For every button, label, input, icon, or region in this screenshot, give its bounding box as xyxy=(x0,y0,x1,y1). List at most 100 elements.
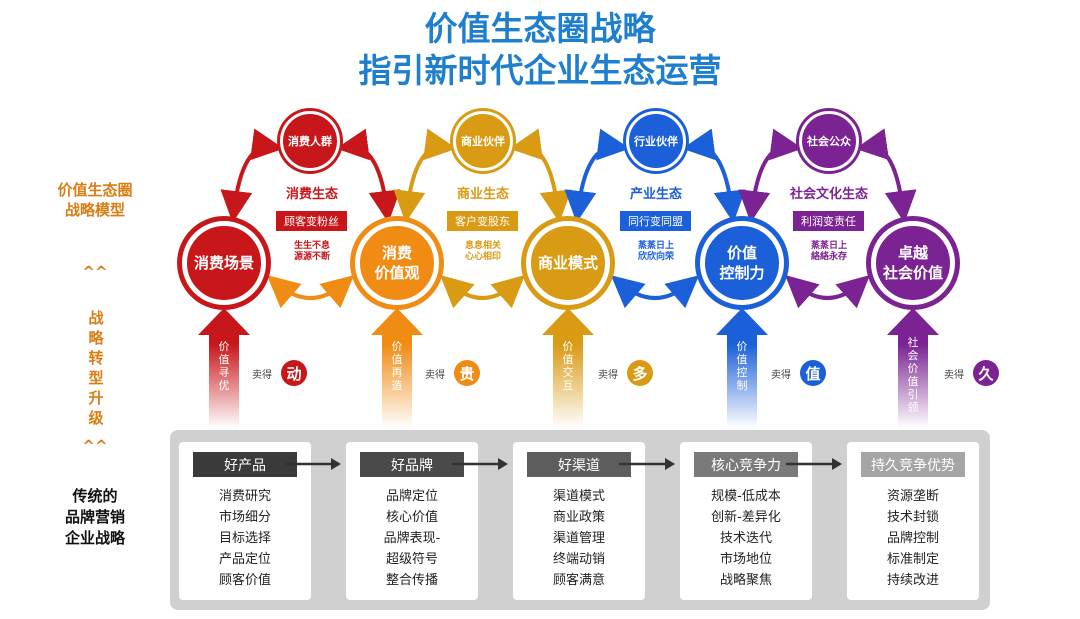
list-item: 整合传播 xyxy=(385,573,438,588)
eco-title: 商业生态 xyxy=(456,187,509,202)
upgrade-char: 略 xyxy=(88,329,104,347)
connector-arrow xyxy=(738,128,803,223)
connector-arrow xyxy=(855,128,917,223)
sell-badge: 贵 xyxy=(454,360,480,386)
card-header: 好产品 xyxy=(193,452,297,477)
arrow-right-icon xyxy=(285,458,341,470)
sell-label: 卖得 xyxy=(252,370,272,381)
sell-badge: 多 xyxy=(627,360,653,386)
connector-arrow xyxy=(785,274,870,309)
up-arrow-text: 价值寻优 xyxy=(216,340,232,392)
circle-label: 价值 控制力 xyxy=(719,244,765,282)
page-subtitle: 指引新时代企业生态运营 xyxy=(358,51,722,90)
sell-label: 卖得 xyxy=(771,370,791,381)
list-item: 渠道管理 xyxy=(552,531,605,546)
circle-label: 消费 价值观 xyxy=(374,244,420,282)
upgrade-char: 级 xyxy=(88,409,104,427)
model-label-line: 战略模型 xyxy=(64,201,125,219)
list-item: 顾客满意 xyxy=(552,573,605,588)
card-list: 品牌定位 核心价值 品牌表现- 超级符号 整合传播 xyxy=(346,486,478,591)
list-item: 产品定位 xyxy=(218,552,271,567)
card-header: 好渠道 xyxy=(527,452,631,477)
sell-badge: 久 xyxy=(973,360,999,386)
eco-tag: 顾客变粉丝 xyxy=(276,211,347,231)
upgrade-char: 转 xyxy=(88,349,104,367)
list-item: 品牌定位 xyxy=(385,489,438,504)
connector-arrow xyxy=(336,128,401,223)
circle-consumers: 消费人群 xyxy=(280,111,340,171)
up-arrow-text: 价值控制 xyxy=(734,340,750,392)
list-item: 终端动销 xyxy=(552,552,605,567)
card-header: 核心竞争力 xyxy=(694,452,798,477)
card-header: 持久竞争优势 xyxy=(861,452,965,477)
model-label-line: 价值生态圈 xyxy=(57,181,133,199)
chevron-up-icon: ^^ xyxy=(82,437,108,455)
eco-note: 蒸蒸日上 絡絡永存 xyxy=(810,241,847,262)
circle-label: 消费人群 xyxy=(288,135,332,148)
list-item: 品牌控制 xyxy=(886,531,939,546)
list-item: 标准制定 xyxy=(886,552,939,567)
chevron-up-icon: ^^ xyxy=(82,263,108,281)
list-item: 持续改进 xyxy=(886,573,939,588)
circle-business-model: 商业模式 xyxy=(526,221,610,305)
connector-arrow xyxy=(220,128,284,223)
card-list: 渠道模式 商业政策 渠道管理 终端动销 顾客满意 xyxy=(513,486,645,591)
connector-arrow xyxy=(509,128,572,223)
circle-label: 商业伙伴 xyxy=(461,135,505,148)
upgrade-char: 升 xyxy=(88,389,104,407)
circle-label: 商业模式 xyxy=(537,254,598,272)
eco-title: 社会文化生态 xyxy=(789,187,868,202)
eco-note: 生生不息 源源不断 xyxy=(293,241,330,262)
circle-public: 社会公众 xyxy=(799,111,859,171)
list-item: 战略聚焦 xyxy=(719,573,772,588)
list-item: 顾客价值 xyxy=(218,573,271,588)
upgrade-label: 战 略 转 型 升 级 xyxy=(85,308,107,428)
upgrade-char: 型 xyxy=(88,369,104,387)
up-arrow-text: 价值再造 xyxy=(389,340,405,392)
card-list: 规模-低成本 创新-差异化 技术迭代 市场地位 战略聚焦 xyxy=(680,486,812,591)
list-item: 核心价值 xyxy=(385,510,438,525)
list-item: 创新-差异化 xyxy=(711,510,781,525)
card-list: 资源垄断 技术封锁 品牌控制 标准制定 持续改进 xyxy=(847,486,979,591)
eco-tag: 客户变股东 xyxy=(447,211,518,231)
list-item: 规模-低成本 xyxy=(711,489,781,504)
up-arrow xyxy=(716,308,768,428)
list-item: 技术封锁 xyxy=(886,510,939,525)
circle-value-control: 价值 控制力 xyxy=(700,221,784,305)
card-header: 好品牌 xyxy=(360,452,464,477)
eco-tag: 同行变同盟 xyxy=(620,211,691,231)
up-arrow xyxy=(371,308,423,428)
list-item: 品牌表现- xyxy=(383,531,441,546)
eco-note: 蒸蒸日上 欣欣向荣 xyxy=(637,241,674,262)
connector-arrow xyxy=(440,274,525,309)
circle-label: 社会公众 xyxy=(807,135,851,148)
upgrade-char: 战 xyxy=(88,309,104,327)
sell-badge: 动 xyxy=(281,360,307,386)
eco-note: 息息相关 心心相印 xyxy=(464,241,501,262)
list-item: 资源垄断 xyxy=(886,489,939,504)
up-arrow-label: 社会价值引领 xyxy=(907,336,919,414)
circle-business-partners: 商业伙伴 xyxy=(453,111,513,171)
sell-label: 卖得 xyxy=(425,370,445,381)
list-item: 渠道模式 xyxy=(552,489,605,504)
up-arrow xyxy=(887,308,939,428)
arrow-right-icon xyxy=(619,458,675,470)
circle-label: 行业伙伴 xyxy=(634,135,678,148)
traditional-line: 企业战略 xyxy=(64,529,125,547)
up-arrow-label: 价值寻优 xyxy=(218,340,230,392)
circle-consumer-values: 消费 价值观 xyxy=(355,221,439,305)
up-arrow xyxy=(542,308,594,428)
model-label: 价值生态圈 战略模型 xyxy=(40,180,150,220)
sell-label: 卖得 xyxy=(944,370,964,381)
up-arrow xyxy=(198,308,250,428)
traditional-line: 传统的 xyxy=(72,487,118,505)
circle-label: 消费场景 xyxy=(193,254,254,272)
eco-title: 消费生态 xyxy=(285,187,338,202)
up-arrow-label: 价值再造 xyxy=(391,340,403,392)
up-arrow-label: 价值控制 xyxy=(736,340,748,392)
list-item: 消费研究 xyxy=(218,489,271,504)
up-arrow-label: 价值交互 xyxy=(562,340,574,392)
connector-arrow xyxy=(393,128,457,223)
